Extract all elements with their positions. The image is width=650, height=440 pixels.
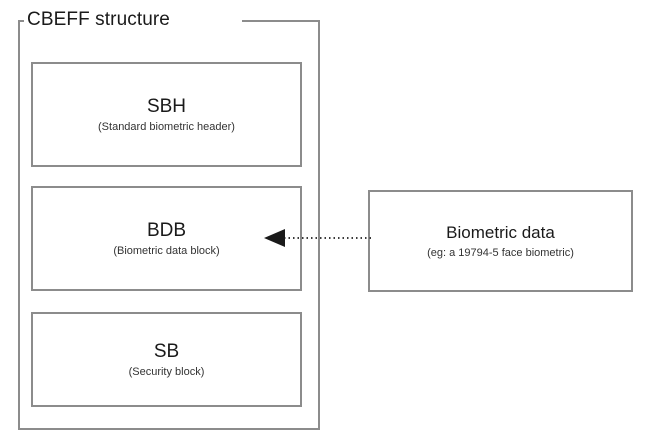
block-bdb: BDB (Biometric data block) [31,186,302,291]
legend-border-gap [24,12,242,30]
block-biometric-data-subtitle: (eg: a 19794-5 face biometric) [427,247,574,259]
block-sbh: SBH (Standard biometric header) [31,62,302,167]
block-sb-title: SB [153,340,180,362]
cbeff-structure-legend: CBEFF structure [27,9,170,30]
block-biometric-data: Biometric data (eg: a 19794-5 face biome… [368,190,633,292]
block-bdb-subtitle: (Biometric data block) [113,244,220,257]
block-bdb-title: BDB [146,219,187,241]
block-sb-subtitle: (Security block) [128,365,205,378]
block-sbh-subtitle: (Standard biometric header) [98,120,235,133]
block-sbh-title: SBH [146,95,187,117]
block-biometric-data-title: Biometric data [446,223,555,242]
block-sb: SB (Security block) [31,312,302,407]
